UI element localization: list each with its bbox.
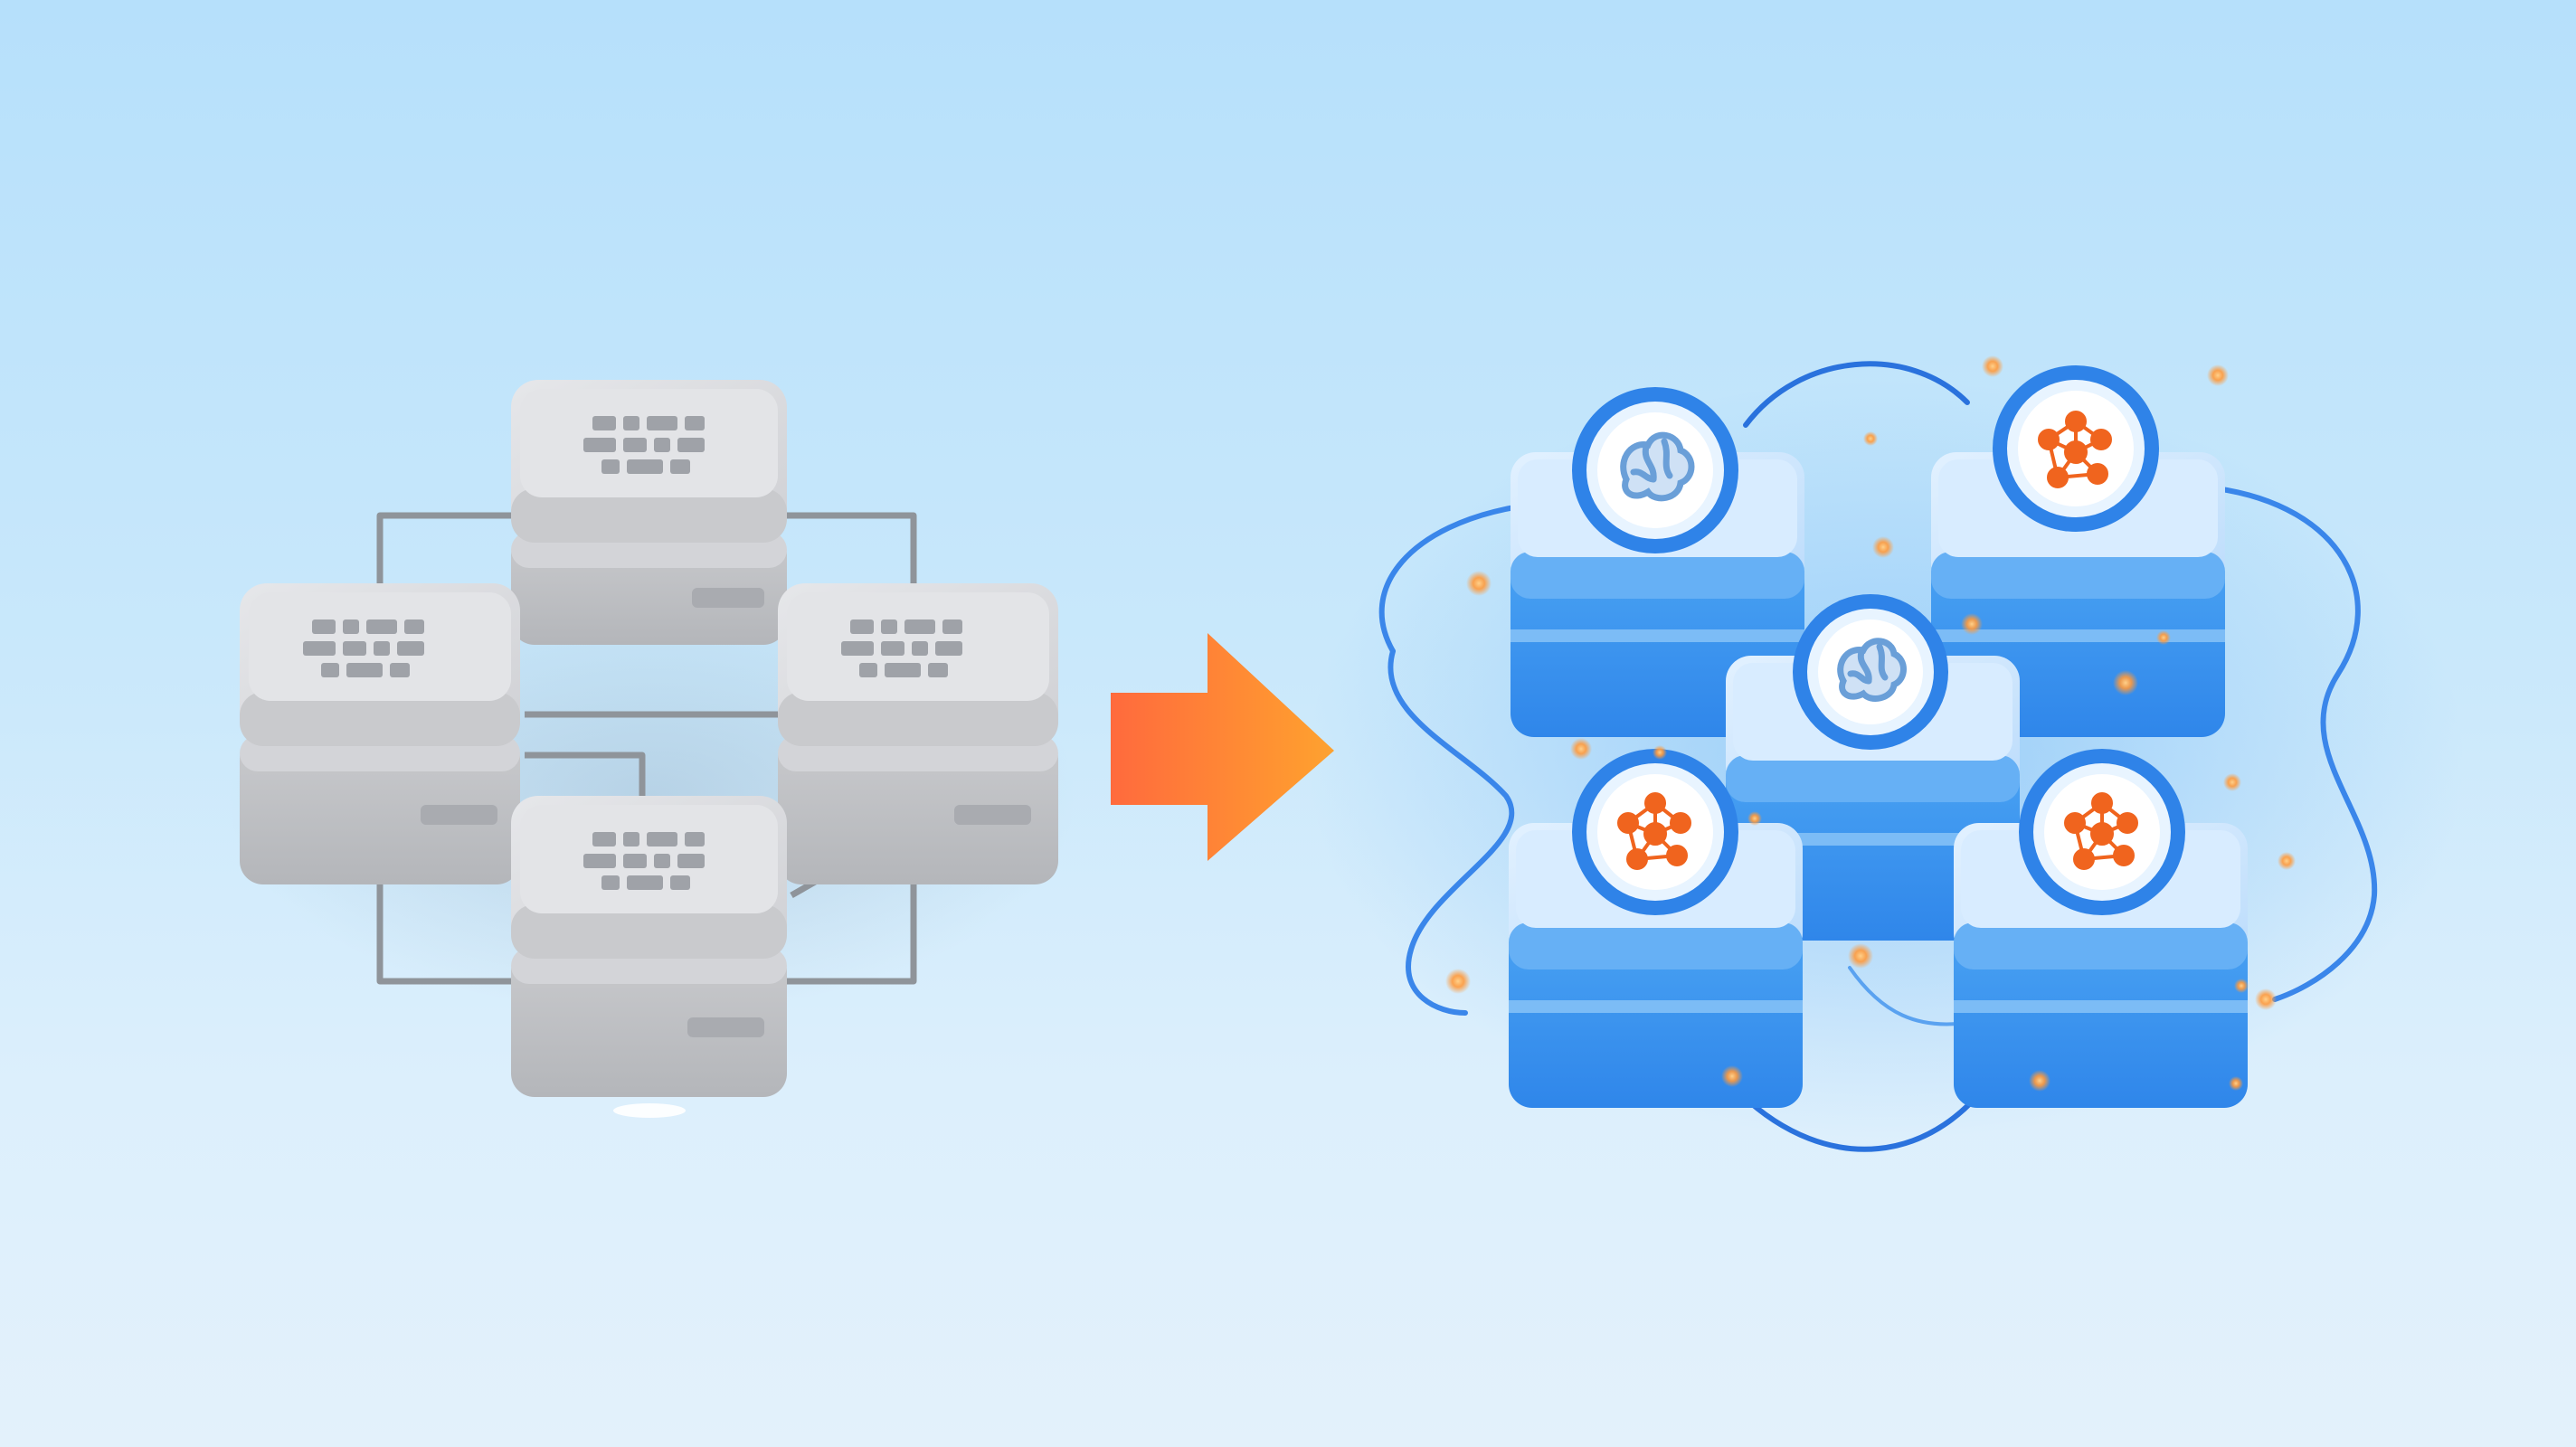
glow-particle (1961, 613, 1983, 635)
data-grid-icon (841, 619, 962, 677)
arrow-right-icon (1111, 633, 1334, 861)
brain-icon (1620, 431, 1695, 502)
glow-particle (2223, 773, 2241, 791)
glow-particle (1747, 811, 1762, 826)
modern-system-group (1307, 355, 2465, 1152)
brain-icon (1837, 638, 1907, 702)
legacy-node (511, 796, 787, 1097)
glow-particle (2207, 364, 2229, 386)
glow-particle (1848, 943, 1873, 969)
network-graph-icon (2064, 792, 2138, 870)
modern-node (1509, 749, 1803, 1108)
glow-particle (2255, 988, 2277, 1010)
legacy-connector (376, 850, 516, 985)
legacy-connector (525, 752, 646, 814)
glow-particles (1445, 355, 2296, 1092)
glow-particle (1466, 571, 1492, 596)
glow-particle (1653, 745, 1667, 760)
legacy-node (240, 583, 520, 884)
glow-particle (1872, 536, 1894, 558)
glow-particle (2029, 1070, 2050, 1092)
glow-particle (2156, 630, 2171, 645)
glow-particle (1863, 431, 1878, 446)
flow-link (1387, 648, 1515, 1016)
network-graph-icon (2038, 411, 2112, 488)
glow-particle (1445, 969, 1471, 994)
glow-particle (1721, 1065, 1743, 1087)
network-graph-icon (1617, 792, 1691, 870)
glow-particle (2229, 1076, 2243, 1091)
glow-particle (1570, 738, 1592, 760)
legacy-node (511, 380, 787, 645)
modern-node (1954, 749, 2248, 1108)
data-grid-icon (303, 619, 424, 677)
flow-link (1378, 504, 1522, 654)
flow-link (1743, 361, 1970, 428)
data-grid-icon (583, 832, 705, 890)
data-grid-icon (583, 416, 705, 474)
glow-particle (2113, 670, 2138, 695)
glow-particle (2234, 979, 2249, 993)
legacy-node (778, 583, 1058, 884)
glow-particle (2278, 852, 2296, 870)
glow-particle (1982, 355, 2003, 377)
legacy-system-group (226, 380, 1076, 1118)
flow-link (2213, 486, 2378, 1002)
